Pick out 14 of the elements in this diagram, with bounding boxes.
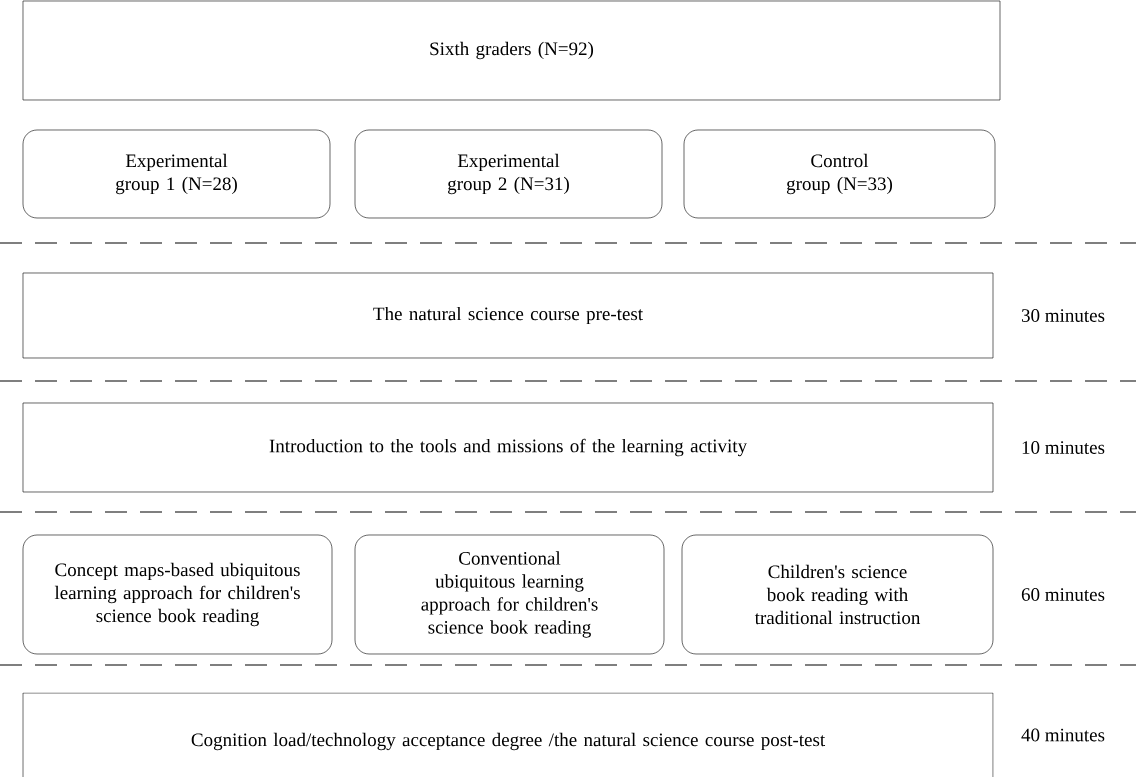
group-box: Children's science book reading with traditional instruction bbox=[681, 534, 994, 655]
group-box: Conventional ubiquitous learning approach for children's science book reading bbox=[354, 534, 665, 655]
duration-label: 10 minutes bbox=[1022, 441, 1105, 454]
group-box: Control group (N=33) bbox=[683, 129, 996, 219]
stage-box: Cognition load/technology acceptance degree /the natural science course post-test bbox=[22, 692, 994, 777]
group-box: Concept maps-based ubiquitous learning approach for children's science book reading bbox=[22, 534, 333, 655]
duration-label: 60 minutes bbox=[1021, 588, 1105, 601]
stage-box: Introduction to the tools and missions of the learning activity bbox=[22, 402, 994, 493]
group-box: Experimental group 1 (N=28) bbox=[22, 129, 331, 219]
duration-label: 40 minutes bbox=[1021, 728, 1105, 742]
stage-box: The natural science course pre-test bbox=[22, 272, 994, 359]
stage-box: Sixth graders (N=92) bbox=[22, 0, 1001, 101]
group-box: Experimental group 2 (N=31) bbox=[354, 129, 663, 219]
duration-label: 30 minutes bbox=[1021, 309, 1105, 322]
